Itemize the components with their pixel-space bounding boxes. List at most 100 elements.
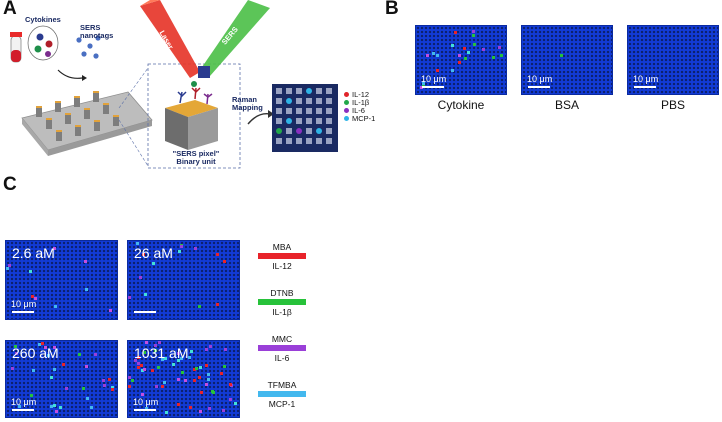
reporter-spot xyxy=(177,403,180,406)
reporter-spot xyxy=(82,387,85,390)
reporter-spot xyxy=(223,260,226,263)
reporter-spot xyxy=(199,366,202,369)
target-name: MCP-1 xyxy=(268,399,296,409)
reporter-spot xyxy=(198,376,201,379)
map-pixel xyxy=(326,88,332,94)
map-pixel xyxy=(276,118,282,124)
reporter-spot xyxy=(193,379,196,382)
reporter-spot xyxy=(59,406,62,409)
reporter-spot xyxy=(65,387,68,390)
reporter-spot xyxy=(137,362,140,365)
reporter-color-bar xyxy=(258,391,306,397)
scale-bar-label: 10 μm xyxy=(527,74,553,84)
map-pixel xyxy=(306,138,312,144)
reporter-spot xyxy=(181,371,184,374)
map-pixel xyxy=(306,98,312,104)
schematic-panel-a: Cytokines SERS nanotags Laser SERS Raman… xyxy=(0,0,380,175)
reporter-spot xyxy=(216,303,219,306)
caption-pbs: PBS xyxy=(660,98,685,112)
reporter-spot xyxy=(209,345,212,348)
sers-beam xyxy=(200,0,270,76)
reporter-spot xyxy=(473,43,476,46)
reporter-spot xyxy=(144,293,147,296)
reporter-spot xyxy=(229,398,232,401)
caption-cytokine: Cytokine xyxy=(437,98,485,112)
reporter-spot xyxy=(223,365,226,368)
legend-dot xyxy=(344,108,349,113)
reporter-spot xyxy=(111,386,114,389)
reporter-spot xyxy=(177,359,180,362)
reporter-spot xyxy=(180,245,183,248)
reporter-spot xyxy=(178,250,181,253)
legend-dot xyxy=(344,92,349,97)
reporter-spot xyxy=(34,297,37,300)
sers-map-2-6-am: 2.6 aM 10 μm xyxy=(5,240,118,320)
reporter-spot xyxy=(208,407,211,410)
reporter-spot xyxy=(161,358,164,361)
reporter-spot xyxy=(195,367,198,370)
reporter-name: MMC xyxy=(271,334,293,344)
reporter-spot xyxy=(472,30,475,33)
map-pixel xyxy=(316,88,322,94)
reporter-spot xyxy=(184,379,187,382)
reporter-spot xyxy=(128,296,131,299)
reporter-color-bar xyxy=(258,345,306,351)
scale-bar-label: 10 μm xyxy=(11,299,37,309)
reporter-spot xyxy=(134,359,137,362)
reporter-spot xyxy=(165,411,168,414)
map-pixel xyxy=(286,138,292,144)
reporter-spot xyxy=(426,54,429,57)
reporter-spot xyxy=(84,260,87,263)
reporter-spot xyxy=(198,305,201,308)
laser-beam xyxy=(140,0,200,78)
scale-bar xyxy=(12,311,34,313)
reporter-spot xyxy=(141,369,144,372)
reporter-spot xyxy=(38,343,41,346)
reporter-spot xyxy=(463,47,466,50)
reporter-spot xyxy=(180,357,183,360)
map-pixel xyxy=(306,118,312,124)
reporter-spot xyxy=(154,349,157,352)
reporter-spot xyxy=(207,373,210,376)
reporter-spot xyxy=(177,352,180,355)
reporter-spot xyxy=(422,82,425,85)
reporter-spot xyxy=(29,270,32,273)
reporter-spot xyxy=(47,354,50,357)
map-pixel xyxy=(276,88,282,94)
map-pixel xyxy=(286,108,292,114)
reporter-spot xyxy=(103,384,106,387)
map-pixel xyxy=(316,108,322,114)
reporter-spot xyxy=(41,342,44,345)
map-pixel xyxy=(326,108,332,114)
reporter-spot xyxy=(436,69,439,72)
reporter-spot xyxy=(86,397,89,400)
reporter-spot xyxy=(492,56,495,59)
sers-pixel-pillar xyxy=(165,81,218,150)
reporter-spot xyxy=(50,376,53,379)
reporter-spot xyxy=(85,288,88,291)
sers-pixel-label: "SERS pixel" Binary unit xyxy=(172,149,220,166)
reporter-spot xyxy=(216,253,219,256)
reporter-spot xyxy=(464,57,467,60)
reporter-spot xyxy=(498,46,501,49)
reporter-spot xyxy=(220,372,223,375)
reporter-spot xyxy=(205,364,208,367)
reporter-spot xyxy=(143,351,146,354)
map-pixel xyxy=(306,128,312,134)
map-pixel xyxy=(326,118,332,124)
reporter-spot xyxy=(189,406,192,409)
concentration-label: 26 aM xyxy=(134,245,173,261)
reporter-spot xyxy=(142,253,145,256)
sers-map-bsa: 10 μm xyxy=(521,25,613,95)
reporter-spot xyxy=(102,379,105,382)
nanotag-icons xyxy=(76,35,101,59)
raman-label: Raman Mapping xyxy=(232,95,263,112)
reporter-spot xyxy=(128,385,131,388)
reporter-spot xyxy=(193,368,196,371)
reporter-spot xyxy=(15,352,18,355)
concentration-label: 2.6 aM xyxy=(12,245,55,261)
map-pixel xyxy=(296,118,302,124)
incubation-arrow xyxy=(57,69,83,79)
sers-map-cytokine: 10 μm xyxy=(415,25,507,95)
